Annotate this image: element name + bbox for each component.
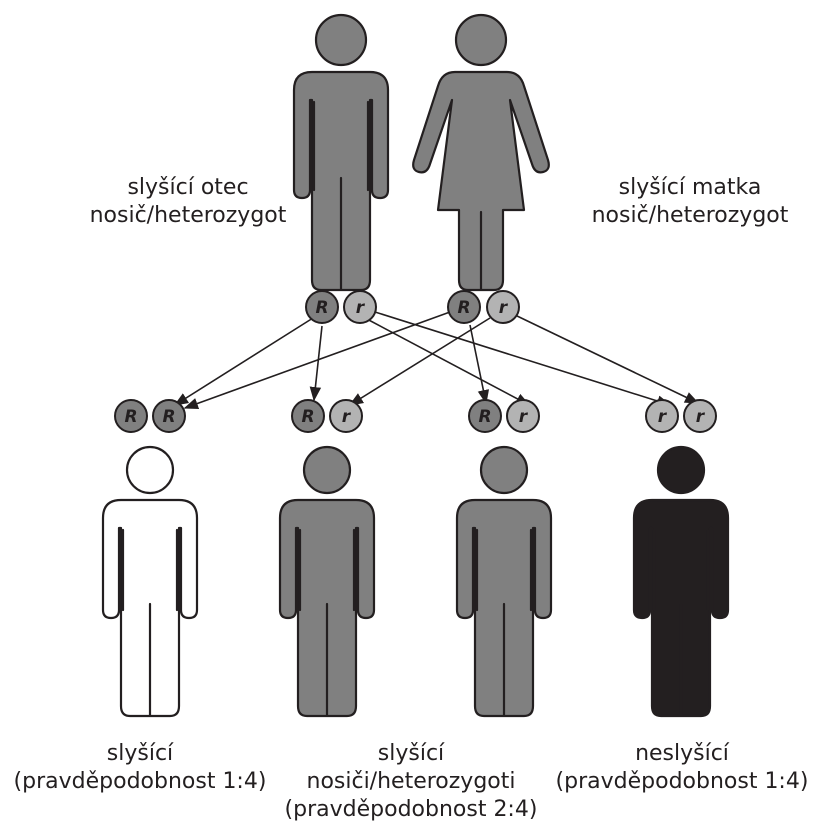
arrow-mother-r-to-child4: [514, 314, 700, 404]
arrow-mother-R-to-child3: [469, 324, 490, 405]
child-4-arm-gap: [652, 528, 710, 612]
child-4-allele-1: [645, 399, 679, 433]
father-label-line2: nosič/heterozygot: [90, 203, 287, 228]
arrow-father-r-to-child4: [374, 311, 672, 407]
child-4-allele-1-label: r: [658, 407, 668, 427]
child-3-allele-1: [468, 399, 502, 433]
mother-figure: [412, 13, 550, 292]
child-3-allele-2-label: r: [519, 407, 529, 427]
arrow-father-r-to-child3: [364, 317, 531, 406]
father-figure: [292, 13, 390, 292]
arrow-father-R-to-child2: [309, 325, 323, 402]
mother-allele-R: [447, 290, 481, 324]
child-2-arm-gap: [298, 528, 356, 612]
arrow-mother-r-to-child2: [348, 317, 491, 406]
mother-label-line2: nosič/heterozygot: [592, 203, 789, 228]
mother-label-line1: slyšící matka: [619, 175, 762, 200]
child-1-allele-2-label: R: [162, 407, 175, 427]
father-label-line1: slyšící otec: [127, 175, 248, 200]
child-1-arm-gap: [121, 528, 179, 612]
father-allele-r-label: r: [356, 298, 366, 318]
child-2-allele-2-label: r: [342, 407, 352, 427]
caption-middle-line3: (pravděpodobnost 2:4): [285, 797, 538, 822]
mother-allele-R-label: R: [457, 298, 470, 318]
child-2-allele-1: [291, 399, 325, 433]
father-allele-r: [343, 290, 377, 324]
caption-middle-line2: nosiči/heterozygoti: [307, 769, 516, 794]
caption-left-line2: (pravděpodobnost 1:4): [14, 769, 267, 794]
caption-middle-line1: slyšící: [378, 741, 445, 766]
child-3-arm-gap: [475, 528, 533, 612]
caption-right-line1: neslyšící: [635, 741, 730, 766]
caption-left-line1: slyšící: [107, 741, 174, 766]
inheritance-arrows: [173, 311, 700, 410]
child-2-head: [302, 445, 352, 495]
father-allele-R-label: R: [315, 298, 328, 318]
child-1-allele-1: [114, 399, 148, 433]
mother-allele-r: [486, 290, 520, 324]
child-1-allele-1-label: R: [124, 407, 137, 427]
child-3-allele-2: [506, 399, 540, 433]
child-1-allele-2: [152, 399, 186, 433]
child-3-allele-1-label: R: [478, 407, 491, 427]
child-4-allele-2: [683, 399, 717, 433]
father-allele-R: [305, 290, 339, 324]
child-1-head: [125, 445, 175, 495]
arrow-father-R-to-child1: [173, 317, 314, 406]
child-4-head: [656, 445, 706, 495]
father-alleles: R r: [305, 290, 377, 324]
caption-right-line2: (pravděpodobnost 1:4): [556, 769, 809, 794]
child-2-allele-1-label: R: [301, 407, 314, 427]
arrow-mother-R-to-child1: [183, 311, 451, 410]
child-2-allele-2: [329, 399, 363, 433]
child-3-head: [479, 445, 529, 495]
child-4-allele-2-label: r: [696, 407, 706, 427]
mother-allele-r-label: r: [499, 298, 509, 318]
mother-alleles: R r: [447, 290, 520, 324]
